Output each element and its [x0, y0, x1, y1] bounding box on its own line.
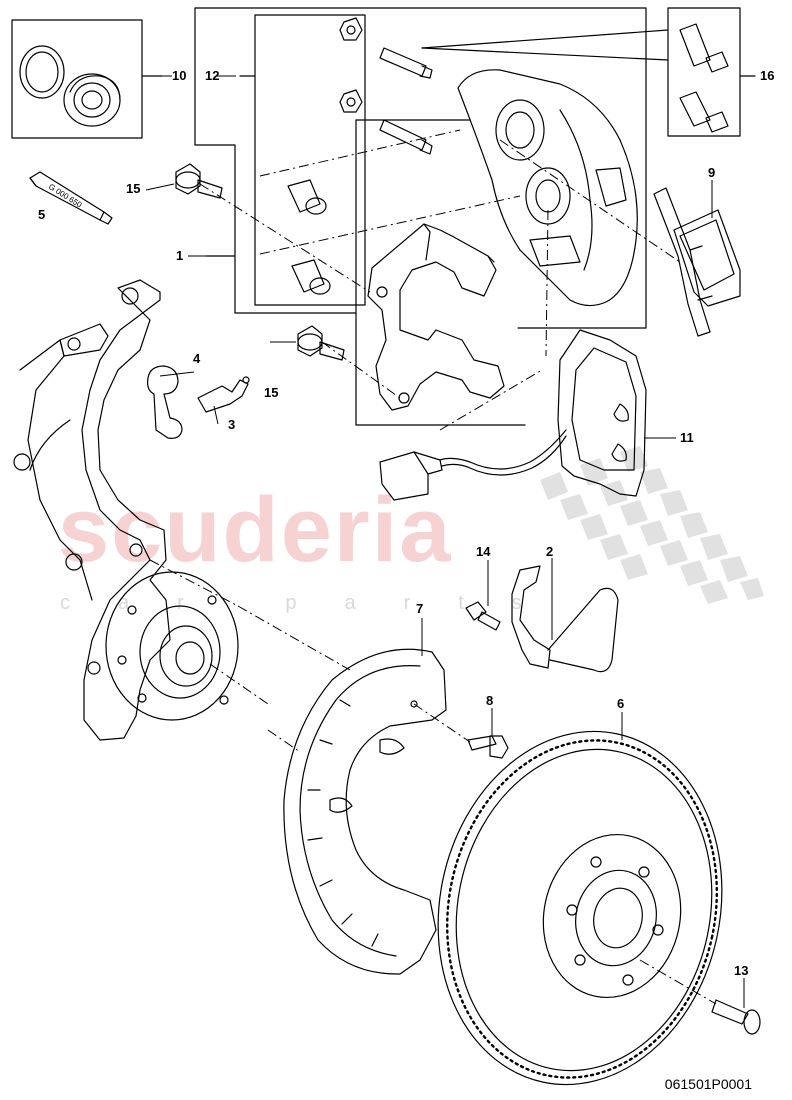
- callout-10: 10: [172, 68, 187, 83]
- part-8-shield-bolt: [467, 735, 509, 759]
- part-13-disc-retaining-screw: [711, 999, 761, 1035]
- part-16-guide-pin-set: [667, 7, 741, 137]
- callout-1: 1: [176, 248, 184, 263]
- callout-16: 16: [760, 68, 775, 83]
- caliper-assembly-frame: [194, 7, 647, 426]
- callout-3: 3: [228, 417, 236, 432]
- part-12-guide-bushings: [287, 17, 363, 295]
- part-6-brake-disc: [437, 730, 723, 1086]
- part-9-pad-retaining-spring: [653, 187, 713, 337]
- part-4-bleed-cap: [147, 365, 183, 439]
- brake-caliper-housing: [457, 69, 638, 307]
- callout-5: 5: [38, 207, 46, 222]
- drawing-number: 061501P0001: [664, 1076, 752, 1092]
- part-11-brake-pad-with-sensor: [379, 329, 647, 501]
- part-7-splash-shield: [283, 648, 447, 975]
- callout-6: 6: [617, 696, 625, 711]
- watermark-brand: scuderia: [58, 479, 453, 581]
- part-6-disc-vent-ring: [445, 739, 719, 1079]
- part-10-wheel-bearing-group: [11, 19, 143, 139]
- guide-pins: [379, 47, 433, 155]
- steering-knuckle: [13, 279, 171, 741]
- watermark-checker-flag: [540, 446, 764, 604]
- callout-7: 7: [416, 601, 424, 616]
- part-15-carrier-bolt-upper: [175, 163, 223, 199]
- part-14-bracket-bolt: [465, 601, 501, 631]
- part-9-brake-pad: [673, 209, 741, 307]
- callout-15-lower: 15: [264, 385, 279, 400]
- callout-9: 9: [708, 165, 716, 180]
- brake-carrier-bracket: [367, 223, 505, 411]
- part-15-carrier-bolt-lower: [297, 325, 345, 361]
- part-3-bleed-screw: [197, 376, 250, 413]
- callout-8: 8: [486, 693, 494, 708]
- callout-15-upper: 15: [126, 181, 141, 196]
- callout-14: 14: [476, 544, 491, 559]
- callout-2: 2: [546, 544, 554, 559]
- callout-13: 13: [734, 963, 749, 978]
- wheel-hub: [105, 571, 239, 721]
- part-5-grease-tube: [29, 171, 113, 225]
- watermark-tagline: car parts: [60, 592, 570, 614]
- callout-11: 11: [680, 430, 694, 445]
- callout-4: 4: [193, 351, 201, 366]
- callout-12: 12: [205, 68, 220, 83]
- part-2-wear-sensor-wire: [511, 565, 619, 673]
